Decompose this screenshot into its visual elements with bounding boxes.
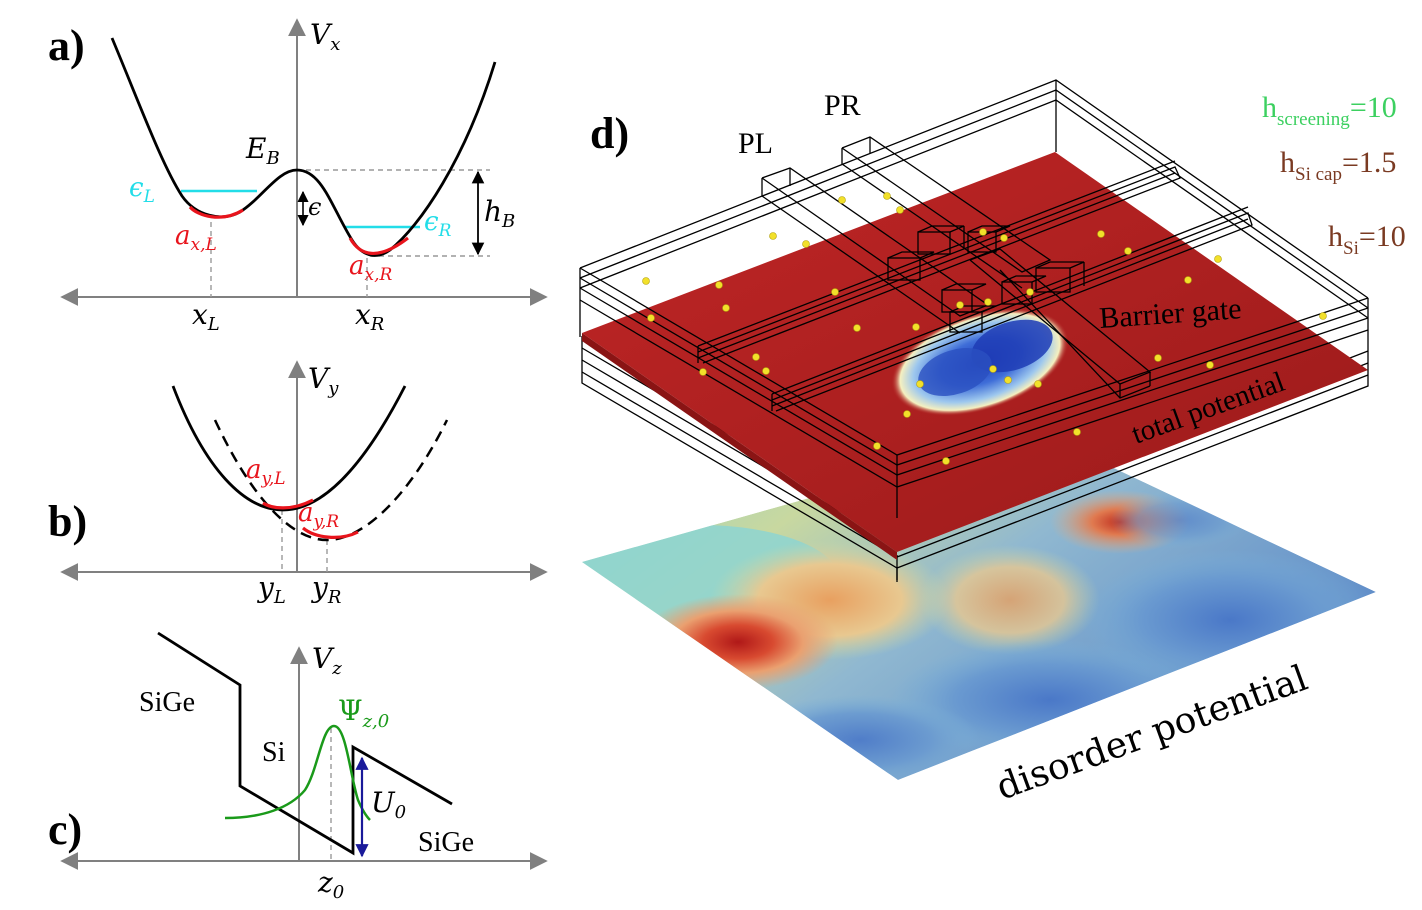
x-left-label: xL <box>192 298 220 335</box>
plunger-left-label: PL <box>738 127 773 160</box>
total-potential-plane <box>582 152 1368 560</box>
double-well-curve <box>110 37 497 257</box>
curvature-right-label: ax,R <box>349 251 393 285</box>
panel-b: b) Vy ay,L ay,R yL yR <box>48 360 548 608</box>
barrier-energy-label: EB <box>245 132 280 169</box>
si-label: Si <box>262 737 286 768</box>
wavefunction-curve <box>224 724 371 821</box>
curvature-left-fit <box>188 205 244 219</box>
y-right-label: yR <box>310 571 341 608</box>
dopant-dots <box>642 192 1327 465</box>
stack-wireframe <box>579 79 1369 518</box>
parabola-left <box>171 385 407 512</box>
panel-c: c) Vz SiGe Si SiGe Ψz,0 U0 z0 <box>48 631 548 903</box>
curvature-y-right-label: ay,R <box>298 498 339 532</box>
h-screening-label: hscreening=10 <box>1262 91 1397 130</box>
panel-a-guides <box>210 169 490 297</box>
barrier-height-label: hB <box>484 195 515 232</box>
h-si-cap-label: hSi cap=1.5 <box>1280 146 1396 185</box>
panel-a: a) Vx EB ϵL ϵR ϵ hB ax,L ax,R xL xR <box>48 18 548 335</box>
panel-a-axis-label: Vx <box>310 18 340 55</box>
plunger-right-label: PR <box>824 89 861 122</box>
curvature-y-left-label: ay,L <box>246 455 286 489</box>
psi-label: Ψz,0 <box>338 694 389 732</box>
y-left-label: yL <box>256 571 286 608</box>
curvature-y-right-fit <box>301 526 359 539</box>
panel-d: d) <box>579 79 1406 808</box>
x-right-label: xR <box>355 298 384 335</box>
curvature-left-label: ax,L <box>175 221 217 255</box>
curvature-right-fit <box>348 236 409 255</box>
panel-a-label: a) <box>48 21 85 70</box>
epsilon-right-label: ϵR <box>424 207 452 241</box>
epsilon-left-label: ϵL <box>129 173 155 207</box>
panel-c-label: c) <box>48 805 82 854</box>
panel-b-guides <box>281 510 328 572</box>
curvature-y-left-fit <box>262 498 314 510</box>
h-si-label: hSi=10 <box>1328 220 1406 259</box>
epsilon-label: ϵ <box>308 193 321 221</box>
u0-label: U0 <box>371 786 406 823</box>
panel-b-label: b) <box>48 497 87 546</box>
panel-c-axis-label: Vz <box>312 642 342 679</box>
z0-label: z0 <box>317 866 344 903</box>
parabola-right <box>213 419 449 542</box>
sige-top-label: SiGe <box>139 687 195 718</box>
panel-d-label: d) <box>590 109 629 158</box>
sige-bottom-label: SiGe <box>418 827 474 858</box>
panel-b-axis-label: Vy <box>308 362 339 399</box>
potential-profile <box>157 631 453 856</box>
